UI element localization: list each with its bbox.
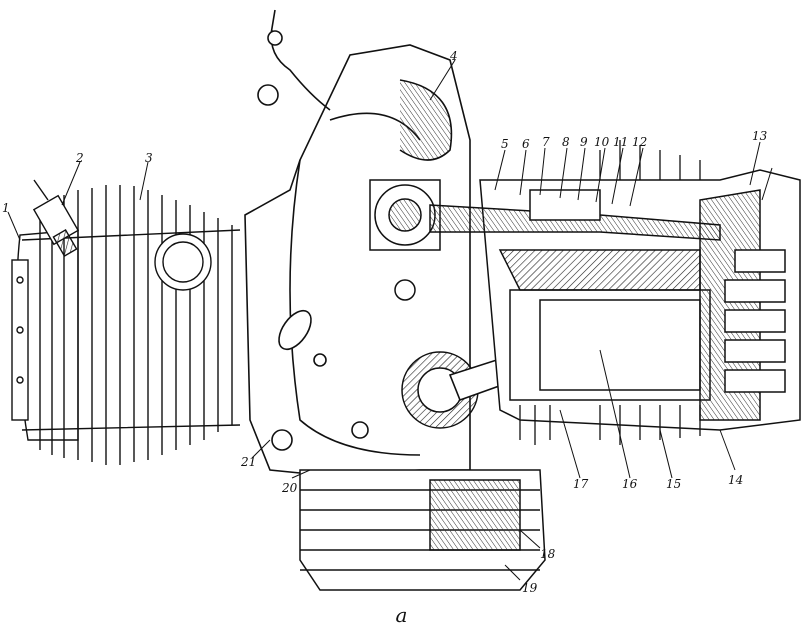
callout-19: 19 <box>522 581 538 595</box>
callout-labels: 1 2 3 4 5 6 7 8 9 10 11 12 13 14 15 16 1… <box>2 49 768 595</box>
callout-10: 10 <box>594 135 610 149</box>
callout-13: 13 <box>752 129 768 143</box>
figure-caption: a <box>395 603 408 627</box>
callout-2: 2 <box>75 151 84 165</box>
callout-9: 9 <box>580 135 588 149</box>
callout-4: 4 <box>449 49 458 63</box>
callout-14: 14 <box>728 473 743 487</box>
left-cylinder-fins <box>11 185 241 465</box>
callout-21: 21 <box>240 455 256 469</box>
crankshaft <box>369 179 479 429</box>
callout-1: 1 <box>2 201 10 215</box>
callout-11: 11 <box>613 135 628 149</box>
callout-18: 18 <box>540 547 556 561</box>
callout-20: 20 <box>281 481 298 495</box>
oil-sump <box>299 469 546 591</box>
callout-5: 5 <box>501 137 509 151</box>
callout-3: 3 <box>145 151 153 165</box>
callout-17: 17 <box>573 477 589 491</box>
spark-plug-left <box>32 179 80 257</box>
callout-7: 7 <box>542 135 550 149</box>
callout-6: 6 <box>522 137 530 151</box>
leader-lines <box>7 59 773 581</box>
callout-12: 12 <box>632 135 647 149</box>
callout-8: 8 <box>562 135 570 149</box>
right-cylinder-section <box>429 169 801 431</box>
callout-16: 16 <box>622 477 638 491</box>
callout-15: 15 <box>666 477 681 491</box>
